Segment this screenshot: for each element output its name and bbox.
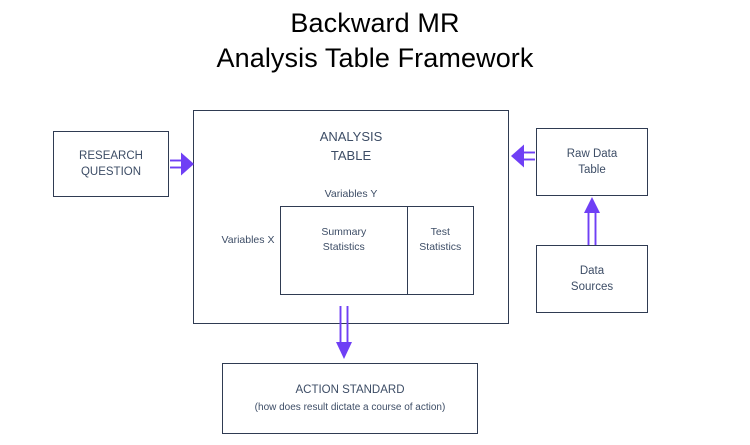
analysis-table-heading: ANALYSIS TABLE [194, 128, 508, 166]
action-standard-subtitle: (how does result dictate a course of act… [254, 401, 446, 413]
test-statistics-line-1: Test [430, 226, 450, 238]
action-standard-title: ACTION STANDARD [295, 384, 405, 397]
title-line-2: Analysis Table Framework [216, 42, 534, 73]
cell-test-statistics[interactable]: Test Statistics [408, 207, 473, 294]
arrow-research-question-to-analysis-table [170, 152, 194, 176]
data-sources-line-1: Data [579, 264, 605, 277]
variables-x-label: Variables X [221, 234, 275, 246]
node-analysis-table[interactable]: ANALYSIS TABLE Variables Y Variables X S… [193, 110, 509, 324]
summary-statistics-line-2: Statistics [322, 241, 365, 254]
cell-summary-statistics[interactable]: Summary Statistics [281, 207, 408, 294]
arrow-data-sources-to-raw-data-table [584, 197, 600, 245]
node-action-standard[interactable]: ACTION STANDARD (how does result dictate… [222, 363, 478, 434]
raw-data-table-line-1: Raw Data [566, 147, 618, 160]
research-question-line-1: RESEARCH [79, 149, 143, 162]
variables-y-label: Variables Y [324, 188, 378, 200]
analysis-table-heading-line-1: ANALYSIS [319, 129, 383, 144]
data-sources-line-2: Sources [570, 281, 614, 293]
raw-data-table-line-2: Table [578, 164, 606, 176]
test-statistics-line-2: Statistics [419, 241, 462, 254]
node-research-question[interactable]: RESEARCH QUESTION [53, 131, 169, 197]
research-question-line-2: QUESTION [80, 166, 142, 178]
inner-stats-table: Summary Statistics Test Statistics [280, 206, 474, 295]
title-line-1: Backward MR [290, 8, 460, 38]
analysis-table-heading-line-2: TABLE [330, 147, 372, 163]
node-data-sources[interactable]: Data Sources [536, 245, 648, 313]
summary-statistics-line-1: Summary [321, 226, 367, 238]
page-title: Backward MR Analysis Table Framework [0, 6, 750, 75]
arrow-raw-data-table-to-analysis-table [511, 144, 535, 168]
node-raw-data-table[interactable]: Raw Data Table [536, 128, 648, 196]
